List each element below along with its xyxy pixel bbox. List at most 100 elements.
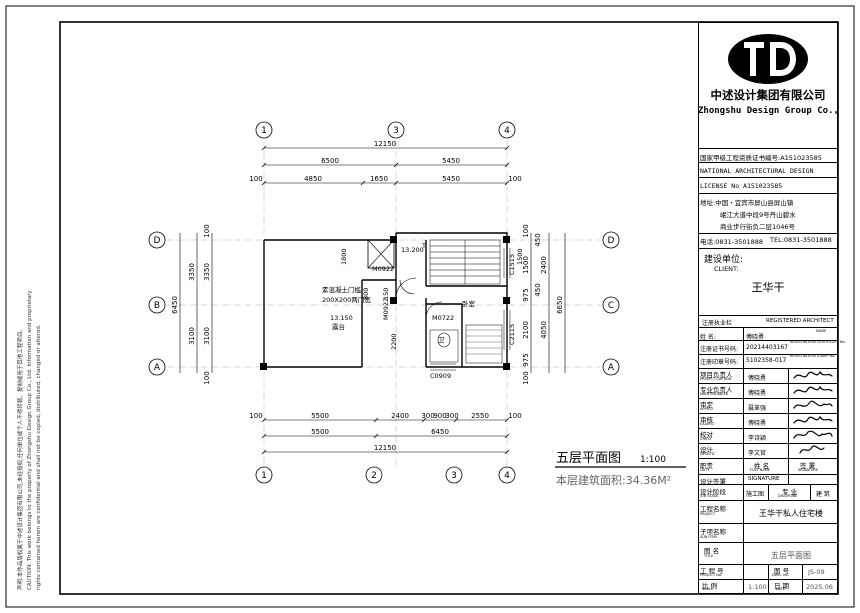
address-3: 商业步行街负二层1046号	[720, 223, 796, 231]
scale-value: 1:100	[748, 583, 767, 591]
plan-title-block: 五层平面图 1:100 本层建筑面积:34.36M²	[555, 451, 686, 487]
date-cn: 日 期	[774, 582, 790, 590]
project-cn: 工程名称	[700, 505, 726, 513]
dwg-no-cn: 图 号	[774, 567, 790, 575]
room-terrace: 露台	[332, 322, 345, 331]
architect-name-value: 傅晓勇	[746, 334, 765, 341]
sub-en: SUB ITEM	[700, 535, 717, 539]
sig-duty-cn: 职责	[700, 462, 713, 470]
axis-bottom-3: 3	[451, 471, 457, 481]
dim-right-6: 4050	[540, 321, 548, 339]
architect-small-3: REGISTRATION STAMP No.	[790, 354, 836, 358]
dwg-no-value: JS-09	[808, 568, 825, 576]
dim-bottom-8: 5500	[311, 428, 329, 436]
role-4-en: CHK'D	[700, 437, 712, 441]
signature-3	[793, 415, 833, 424]
dim-800: 800	[362, 288, 370, 300]
dim-bottom-6: 2550	[471, 412, 489, 420]
role-2-name: 聂革强	[748, 405, 767, 412]
address-1: 地址:中国・宜宾市屏山县屏山镇	[700, 199, 794, 207]
floor-plan	[148, 121, 620, 484]
signature-1	[793, 385, 833, 394]
dim-bottom-10: 12150	[374, 444, 396, 452]
dim-left-6: 100	[203, 371, 211, 384]
phone: 电话:0831-3501888	[700, 238, 764, 246]
scale-en: SCALE	[702, 587, 714, 591]
axis-top-3: 3	[393, 126, 399, 136]
axis-bottom-2: 2	[371, 471, 377, 481]
sig-sign-en: SIGNATURE	[798, 468, 819, 472]
role-3-en: EXAM'D	[700, 422, 714, 426]
discipline-cn: 专 业	[782, 488, 798, 496]
door-2: M0922	[382, 298, 390, 320]
side-note-line-1: 声明:本作品版权属于中述设计集团有限公司,未经授权,任何单位或个人不得转载、复制…	[16, 326, 24, 590]
door-1: M0922	[372, 265, 394, 273]
role-3-name: 傅晓勇	[748, 420, 767, 427]
date-value: 2025.06	[806, 583, 833, 591]
title-value: 五层平面图	[771, 551, 811, 560]
sub-cn: 子项名称	[700, 528, 726, 536]
client-label: 建设单位:	[704, 255, 744, 265]
role-2-cn: 审定	[700, 401, 713, 409]
axis-bottom-1: 1	[261, 471, 267, 481]
dim-right-10: 450	[534, 283, 542, 296]
discipline-value: 建 筑	[816, 491, 830, 498]
dim-bottom-7: 100	[508, 412, 521, 420]
dim-bottom-4: 900	[433, 412, 446, 420]
dwg-no-en: DWG. NO.	[772, 573, 790, 577]
window-3: C0909	[430, 372, 451, 380]
architect-cert-label: 注册证书号码:	[700, 346, 739, 353]
project-en: PROJECT	[700, 512, 716, 516]
address-2: 岷江大道中段9号丹山碧水	[720, 211, 796, 219]
plan-labels: 13.200 T 13.150 M0922 M0922 M0722 C1515 …	[322, 242, 524, 380]
architect-small-2: REGISTRATION CERTIFICATE No.	[790, 340, 846, 344]
proj-no-cn: 工 程 号	[700, 567, 724, 575]
axis-left-a: A	[154, 363, 161, 373]
signature-0	[793, 370, 833, 379]
sig-sign-cn: 签 署	[800, 462, 816, 470]
qualification-cn: 国家甲级工程资质证书编号:A151023585	[700, 154, 822, 162]
client-label-en: CLIENT:	[714, 265, 739, 273]
dim-right-1: 1500	[522, 256, 530, 274]
architect-small-1: NAME	[816, 329, 827, 333]
zhongshu-logo	[724, 32, 812, 86]
sig-name-en: FULL NAME	[750, 468, 770, 472]
dimension-texts-left: 6450 3350 3350 3100 3100 100 100	[171, 224, 211, 384]
dim-top-5: 1650	[370, 175, 388, 183]
dim-right-3: 975	[522, 288, 530, 301]
signature-marks	[793, 370, 833, 454]
note-1: 素混凝土门槛	[322, 285, 362, 294]
room-wc: 卫	[438, 336, 445, 344]
stage-cn: 设计阶段	[700, 488, 726, 496]
side-note: 声明:本作品版权属于中述设计集团有限公司,未经授权,任何单位或个人不得转载、复制…	[16, 289, 42, 590]
role-4-cn: 校对	[700, 431, 713, 439]
sign-section-en: SIGNATURE	[748, 476, 780, 482]
discipline-en: DISCIPLINE	[778, 494, 798, 498]
plan-title: 五层平面图	[556, 451, 621, 466]
door-3: M0722	[432, 314, 454, 322]
dim-left-5: 100	[203, 224, 211, 237]
dimension-texts-right: 100 1500 2400 975 450 2100 4050 975 6650…	[522, 224, 564, 384]
dim-top-6: 5450	[442, 175, 460, 183]
elev-roof: 13.200	[401, 246, 424, 254]
title-block: 中述设计集团有限公司 Zhongshu Design Group Co., Lt…	[698, 22, 846, 594]
signature-4	[793, 430, 833, 439]
stage-en: JOB STAGE	[700, 494, 719, 498]
dim-bottom-2: 2400	[391, 412, 409, 420]
dim-bottom-5: 300	[445, 412, 458, 420]
dim-left-1: 3350	[188, 263, 196, 281]
signature-5	[799, 445, 825, 454]
architect-stamp-value: 5102358-017	[746, 357, 787, 364]
company-name-cn: 中述设计集团有限公司	[710, 88, 826, 102]
qualification-en-2: LICENSE No A151023585	[700, 182, 783, 190]
side-note-line-3: rights contained herein are confidential…	[36, 324, 42, 590]
plan-scale: 1:100	[640, 455, 666, 465]
sig-name-cn: 姓 名	[754, 462, 770, 470]
role-2-en: APPR'D	[700, 407, 713, 411]
note-2: 200X200两门宽	[322, 295, 371, 304]
role-5-name: 李文官	[748, 450, 767, 457]
dim-right-7: 975	[522, 353, 530, 366]
dim-top-0: 12150	[374, 140, 396, 148]
dim-bottom-9: 6450	[431, 428, 449, 436]
